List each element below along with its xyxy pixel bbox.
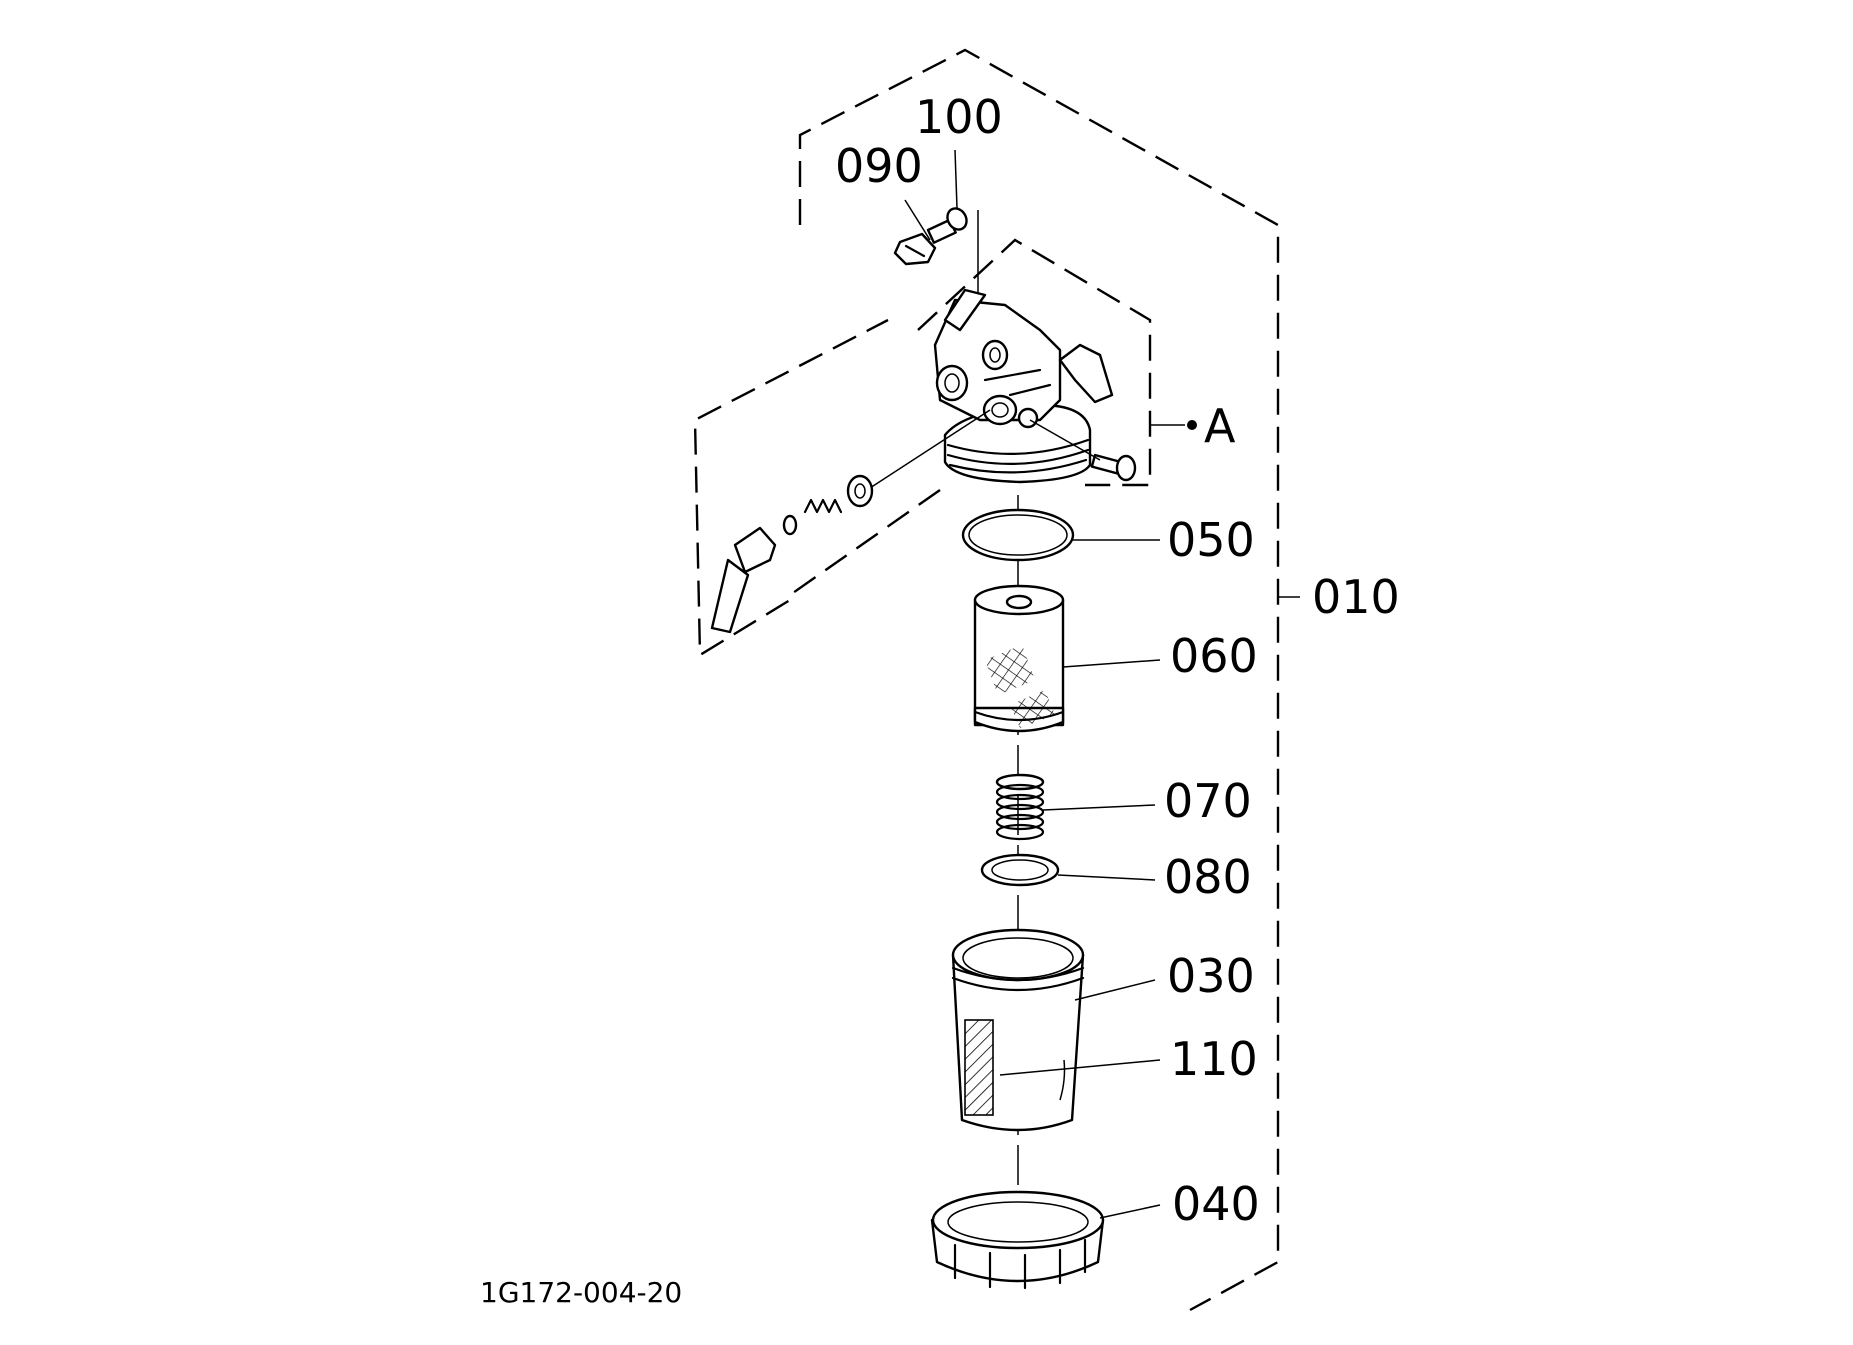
callout-090: 090 [835,139,923,193]
o-ring-050-drawing [961,508,1075,562]
leader-lines [904,149,1300,1219]
bolt-090-drawing [893,218,957,266]
valve-cock-drawing [710,409,991,634]
callout-060: 060 [1170,629,1258,683]
callout-030: 030 [1167,949,1255,1003]
filter-element-060-drawing [973,584,1065,733]
subassembly-boundary-a [693,238,1152,658]
filter-bowl-030-drawing [951,928,1085,1132]
callout-050: 050 [1167,513,1255,567]
ring-nut-040-drawing [930,1190,1105,1290]
callout-070: 070 [1164,774,1252,828]
callout-080: 080 [1164,850,1252,904]
callout-040: 040 [1172,1177,1260,1231]
callout-110: 110 [1170,1032,1258,1086]
callout-100: 100 [915,90,1003,144]
washer-100-drawing [946,207,968,231]
drawing-code: 1G172-004-20 [480,1276,682,1309]
spring-070-drawing [995,773,1045,841]
assembly-boundary-010 [798,48,1280,1312]
callout-a: A [1204,399,1236,453]
callout-010: 010 [1312,570,1400,624]
filter-head-drawing [933,288,1114,484]
